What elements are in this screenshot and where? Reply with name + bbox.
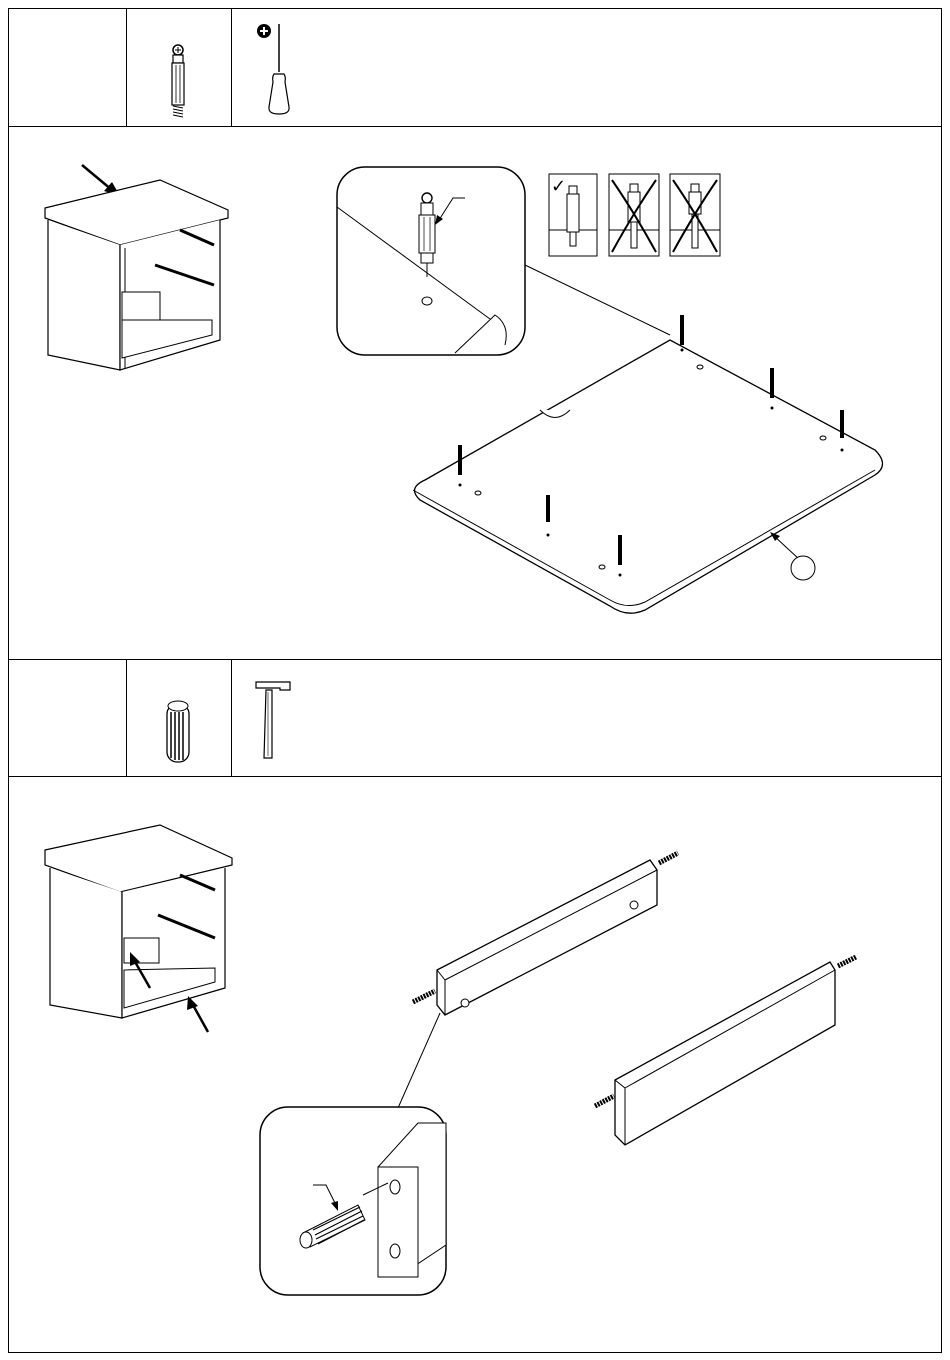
divider bbox=[231, 8, 232, 126]
correct-check: ✓ bbox=[551, 176, 566, 197]
phillips-screwdriver-icon bbox=[255, 22, 295, 117]
back-rail-with-dowels bbox=[590, 950, 865, 1150]
leader-line bbox=[395, 1008, 445, 1118]
wooden-dowel-icon bbox=[165, 698, 195, 766]
cabinet-overview-rails-highlight bbox=[30, 820, 260, 1040]
dowel-insertion-detail-view bbox=[258, 1105, 453, 1300]
divider bbox=[8, 659, 942, 660]
top-panel-with-cam-bolts bbox=[405, 310, 895, 620]
divider bbox=[231, 659, 232, 776]
cam-bolt-icon bbox=[160, 40, 200, 120]
divider bbox=[8, 776, 942, 777]
hammer-icon bbox=[252, 678, 297, 768]
cabinet-overview-top-highlight bbox=[30, 160, 250, 380]
divider bbox=[8, 126, 942, 127]
divider bbox=[126, 659, 127, 776]
divider bbox=[126, 8, 127, 126]
correct-incorrect-install-guide: ✓ bbox=[548, 172, 723, 260]
